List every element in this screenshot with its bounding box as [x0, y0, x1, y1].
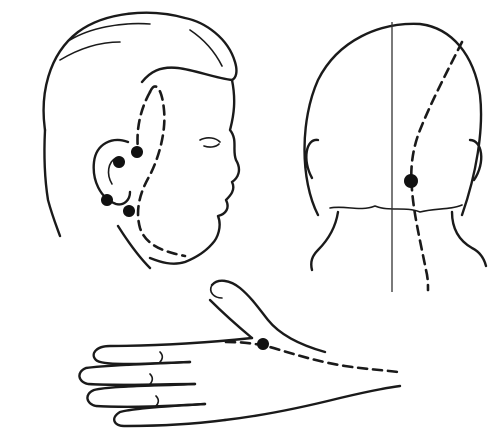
hand-palm-edge — [225, 386, 400, 420]
hand-knuckle-lines — [150, 352, 162, 406]
back-neck-right — [452, 212, 486, 266]
back-hair-bottom — [330, 205, 462, 212]
head-back-drawing — [305, 22, 487, 292]
profile-point-3 — [101, 194, 113, 206]
hand-ring-finger — [87, 384, 205, 407]
profile-hair — [44, 13, 237, 130]
profile-back-of-head — [44, 130, 60, 236]
hand-middle-finger — [79, 362, 195, 385]
profile-point-2 — [113, 156, 125, 168]
back-neck-left — [311, 212, 338, 270]
profile-ear — [94, 140, 130, 204]
profile-point-4 — [123, 205, 135, 217]
back-hair — [305, 24, 482, 215]
profile-point-1 — [131, 146, 143, 158]
hand-point-1 — [257, 338, 269, 350]
hand-thumb-base — [210, 300, 252, 338]
hand-drawing — [79, 281, 400, 426]
head-profile-drawing — [44, 13, 239, 268]
hand-thumb-nail — [211, 285, 222, 298]
back-point-1 — [404, 174, 418, 188]
profile-eye — [200, 138, 220, 147]
back-channel-line — [411, 42, 462, 290]
profile-channel-line-front — [138, 92, 151, 150]
profile-hair-strands — [60, 24, 222, 66]
hand-channel-line — [226, 342, 398, 372]
profile-channel-line — [138, 86, 185, 256]
back-ear-left — [306, 140, 318, 178]
profile-neck — [118, 226, 150, 268]
